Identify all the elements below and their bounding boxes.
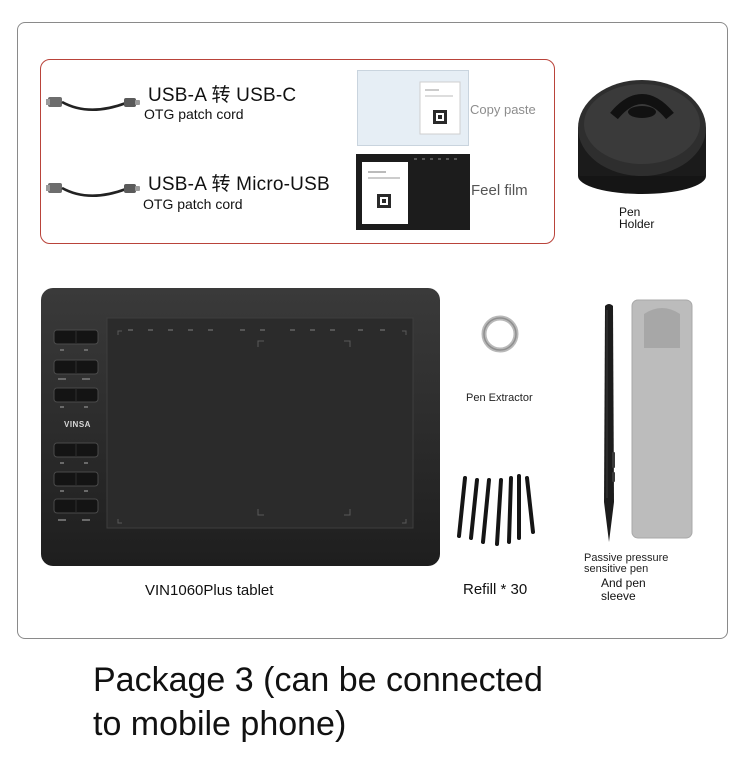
package-caption-line1: Package 3 (can be connected — [93, 661, 543, 699]
tablet-brand-logo: VINSA — [64, 420, 91, 429]
micro-usb-cable-title: USB-A 转 Micro-USB — [148, 174, 330, 195]
pen-extractor-label: Pen Extractor — [466, 392, 533, 404]
drawing-tablet-image — [41, 288, 440, 566]
stylus-pen-image — [604, 304, 615, 542]
tablet-label: VIN1060Plus tablet — [145, 582, 274, 599]
feel-film-label: Feel film — [471, 182, 528, 199]
micro-usb-otg-cable-image — [46, 183, 140, 197]
usb-c-cable-title: USB-A 转 USB-C — [148, 85, 297, 106]
pen-label-line1: Passive pressure — [584, 552, 669, 564]
refill-label: Refill * 30 — [463, 581, 528, 598]
pen-holder-label-line1: Pen — [619, 205, 641, 219]
usb-c-cable-subtitle: OTG patch cord — [144, 106, 244, 122]
pen-extractor-image — [481, 315, 519, 353]
pen-holder-image — [578, 80, 706, 194]
pen-label-line2: sensitive pen — [584, 563, 649, 575]
otg-cables-box — [40, 59, 555, 244]
pen-label-line4: sleeve — [601, 589, 636, 603]
micro-usb-cable-subtitle: OTG patch cord — [143, 196, 243, 212]
copy-paste-film-image — [357, 70, 469, 146]
copy-paste-label: Copy paste — [470, 102, 536, 117]
package-frame — [17, 22, 728, 639]
usb-c-otg-cable-image — [46, 97, 140, 111]
pen-holder-label-line2: Holder — [619, 217, 655, 231]
pen-label-line3: And pen — [601, 576, 646, 590]
refill-nibs-image — [457, 474, 535, 546]
feel-film-image — [356, 154, 470, 230]
package-caption-line2: to mobile phone) — [93, 705, 347, 743]
felt-pen-sleeve-image — [631, 299, 693, 539]
